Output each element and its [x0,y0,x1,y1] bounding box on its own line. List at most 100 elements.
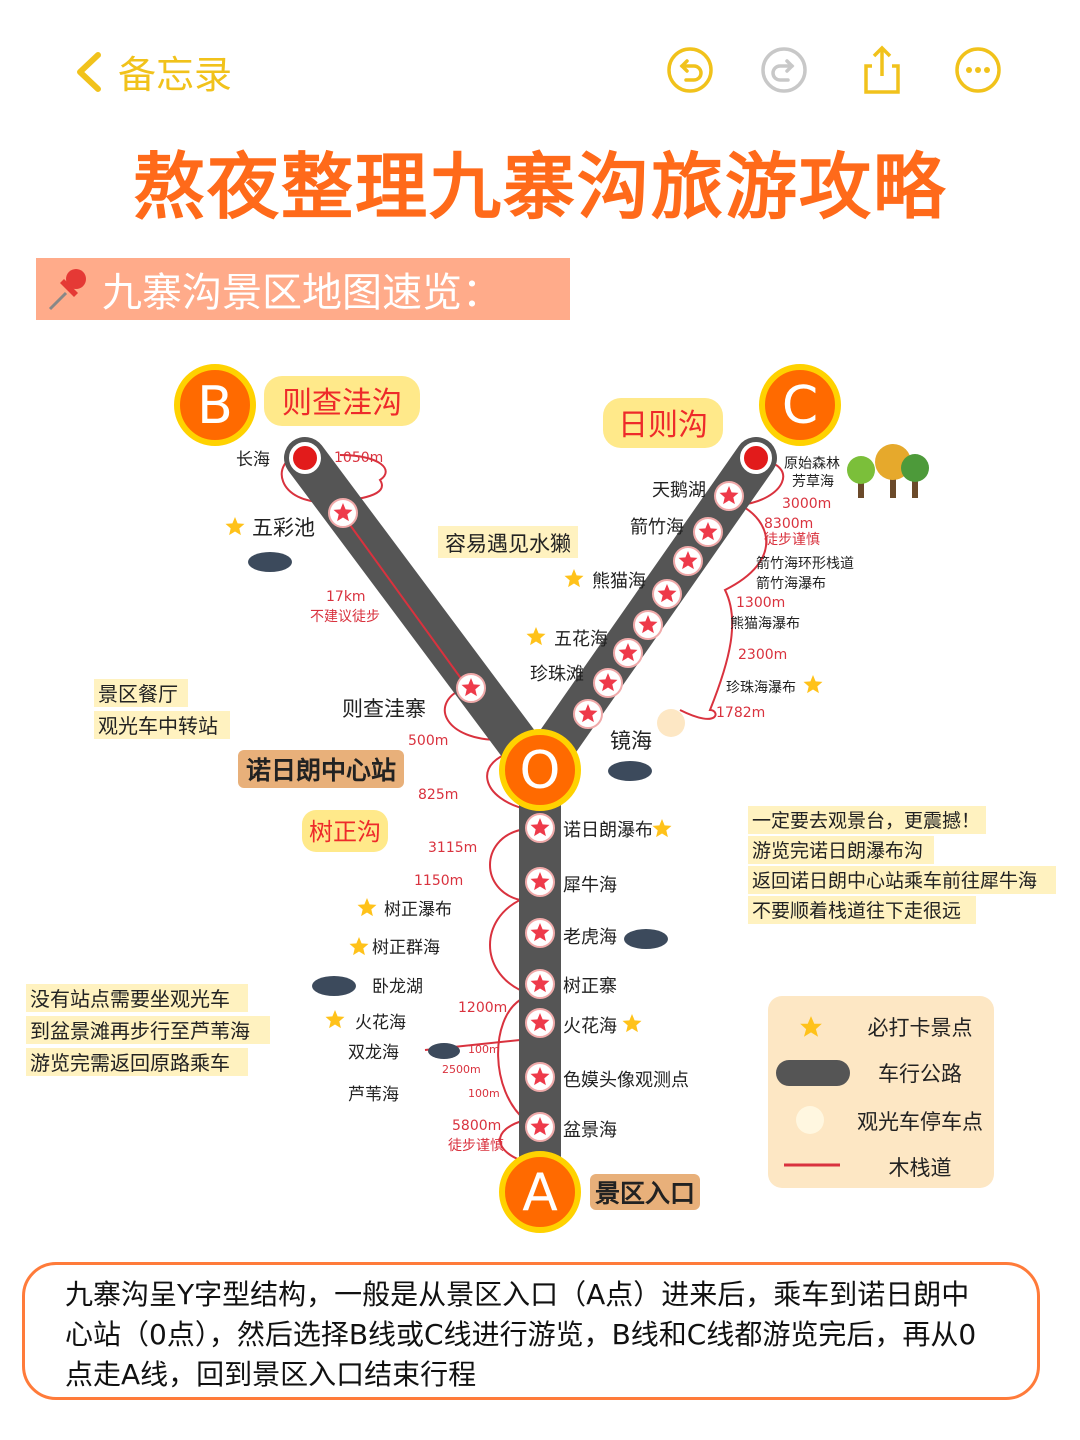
back-label: 备忘录 [118,53,233,97]
node-B: B [174,364,256,446]
spot-shuanglong: 双龙海 [348,1043,399,1063]
c-line-label: 日则沟 [618,408,708,443]
svg-text:观光车中转站: 观光车中转站 [98,714,218,738]
dist-500: 500m [408,733,448,749]
star-icon [349,937,369,956]
summary-box: 九寨沟呈Y字型结构，一般是从景区入口（A点）进来后，乘车到诺日朗中心站（0点），… [22,1262,1040,1400]
b-boardwalk [344,517,466,685]
b-line-pill [264,376,420,426]
spot-wuhua: 五花海 [554,629,608,650]
node-C: C [759,364,841,446]
o-station-pill [238,750,404,788]
spot-jinghai: 镜海 [610,729,652,753]
otter-pill [438,526,578,558]
chevron-left-icon [77,51,101,92]
back-button[interactable]: 备忘录 [72,44,232,99]
dist-5800: 5800m [452,1118,501,1134]
spot-xiniu: 犀牛海 [563,875,617,896]
dist-100b: 100m [468,1087,500,1100]
spot-huohua-right: 火花海 [563,1016,617,1037]
bus-stop-icon [796,1106,824,1134]
spot-wolong: 卧龙湖 [372,977,423,997]
node-b-label: B [197,376,233,436]
road-star-marker [530,1117,550,1136]
share-icon[interactable] [856,44,908,96]
spot-semo: 色嫫头像观测点 [563,1070,689,1091]
svg-text:到盆景滩再步行至芦苇海: 到盆景滩再步行至芦苇海 [30,1019,250,1043]
svg-text:不要顺着栈道往下走很远: 不要顺着栈道往下走很远 [752,900,961,922]
dist-1782: 1782m [716,705,765,721]
star-icon [800,1016,822,1037]
node-A: A [499,1151,581,1233]
spot-huohua-left: 火花海 [355,1013,406,1033]
road-star-marker [530,974,550,993]
b-line-spots: 长海 五彩池 则查洼寨 [236,450,426,721]
spot-shuzheng-village: 树正寨 [563,976,617,997]
dist-17km: 17km [326,589,366,605]
dist-1200: 1200m [458,1000,507,1016]
top-toolbar: 备忘录 [0,0,1080,130]
road-star-marker [530,923,550,942]
dist-8300: 8300m [764,516,813,532]
road-star-marker [678,551,698,570]
o-station-label: 诺日朗中心站 [246,756,396,785]
dist-2300: 2300m [738,647,787,663]
road-star-marker [530,872,550,891]
road-star-marker [461,678,481,697]
entrance-pill [590,1174,700,1210]
b-line-label: 则查洼沟 [282,386,402,421]
spot-luwei: 芦苇海 [348,1085,399,1105]
section-heading: 九寨沟景区地图速览： [36,258,570,320]
dist-825: 825m [418,787,458,803]
road-star-marker [618,643,638,662]
road-star-marker [530,1013,550,1032]
distance-labels: 1050m 17km 不建议徒步 500m 825m 3000m 8300m 徒… [310,450,831,1154]
legend-boardwalk-row: 木栈道 [768,1146,994,1186]
spot-zhenzhu: 珍珠滩 [530,664,584,685]
legend-star-row: 必打卡景点 [768,1006,994,1046]
node-O: O [499,729,581,811]
road-star-marker [638,615,658,634]
node-a-label: A [522,1163,558,1223]
redo-icon[interactable] [758,44,810,96]
node-c-label: C [782,376,818,436]
road-star-marker [719,486,739,505]
dist-1300: 1300m [736,595,785,611]
pushpin-icon [48,269,86,311]
star-icon [652,819,672,838]
c-line-pill [603,398,723,448]
bus-stop-marker [657,709,685,737]
undo-icon[interactable] [664,44,716,96]
svg-text:游览完诺日朗瀑布沟: 游览完诺日朗瀑布沟 [752,840,923,862]
shuzheng-pill [302,810,388,852]
spot-forest: 原始森林 [784,456,840,472]
road-star-marker [530,1067,550,1086]
star-icon [526,627,546,646]
road-star-marker [578,704,598,723]
spot-fangcao: 芳草海 [792,473,834,490]
shuzheng-label: 树正沟 [309,818,381,846]
nuorilang-note: 一定要去观景台，更震撼！ 游览完诺日朗瀑布沟 返回诺日朗中心站乘车前往犀牛海 不… [748,806,1056,924]
spot-xiongmao-fall: 熊猫海瀑布 [730,616,800,632]
more-icon[interactable] [952,44,1004,96]
dist-no-walk: 不建议徒步 [310,609,380,625]
svg-text:景区餐厅: 景区餐厅 [98,682,178,706]
dist-careful-2: 徒步谨慎 [448,1138,504,1154]
road-star-marker [598,673,618,692]
jiuzhaigou-map: B C O A 则查洼沟 日则沟 诺日朗中心站 树正沟 景区入口 容易遇见水獭 … [26,364,1056,1233]
spot-jianzhu-fall: 箭竹海瀑布 [756,575,826,592]
star-icon [325,1010,345,1029]
restaurant-note: 景区餐厅 观光车中转站 [94,679,230,739]
spot-shuzheng-fall: 树正瀑布 [384,900,452,920]
spot-changhai: 长海 [236,450,270,470]
spot-nuorilang-fall: 诺日朗瀑布 [563,820,653,841]
dist-1050: 1050m [334,450,383,466]
map-legend: 必打卡景点 车行公路 观光车停车点 木栈道 [768,996,994,1188]
entrance-label: 景区入口 [595,1179,695,1208]
road-icon [776,1060,850,1086]
page-title: 熬夜整理九寨沟旅游攻略 [132,145,947,229]
spot-xiongmao: 熊猫海 [592,571,646,592]
spot-zechawa: 则查洼寨 [342,697,426,721]
stop-forest [740,442,772,474]
star-icon [622,1014,642,1033]
